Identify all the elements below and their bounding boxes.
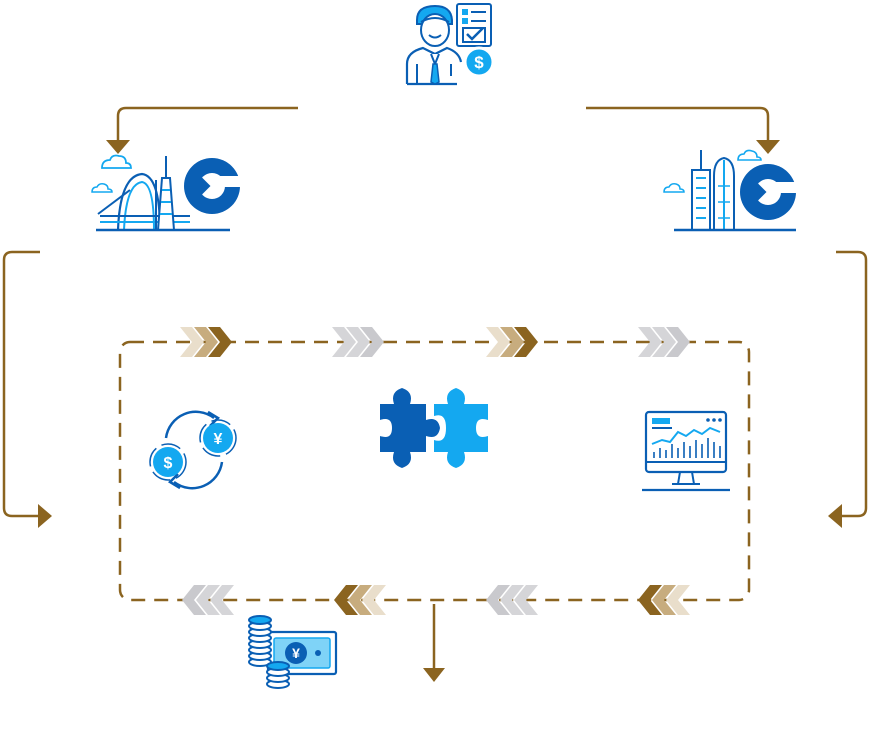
chevron-right-icon: [208, 327, 232, 357]
arrow-to-right-bank: [586, 106, 770, 140]
chevron-left-icon: [666, 585, 690, 615]
chevron-right-icon: [638, 327, 662, 357]
chevron-left-icon: [514, 585, 538, 615]
chevron-group-bottom-2: [334, 585, 386, 615]
chevron-group-bottom-3: [486, 585, 538, 615]
shenzhen-city-ccb-bank-icon: [663, 149, 798, 232]
chevron-left-icon: [652, 585, 676, 615]
arrow-to-left-bank: [116, 106, 298, 140]
dollar-yuan-exchange-icon: ¥ $: [149, 410, 237, 490]
chevron-left-icon: [348, 585, 372, 615]
dashed-loop: [118, 340, 751, 602]
chevron-right-icon: [652, 327, 676, 357]
chevron-left-icon: [182, 585, 206, 615]
bottom-chevrons: [182, 585, 690, 615]
svg-text:¥: ¥: [292, 645, 300, 661]
chevron-right-icon: [332, 327, 356, 357]
top-chevrons: [180, 327, 690, 357]
chevron-left-icon: [500, 585, 524, 615]
connector-arrows: [2, 106, 868, 682]
chevron-right-icon: [666, 327, 690, 357]
chart-monitor-icon: [642, 410, 730, 492]
chevron-right-icon: [194, 327, 218, 357]
chevron-right-icon: [180, 327, 204, 357]
svg-text:$: $: [164, 455, 173, 472]
chevron-left-icon: [362, 585, 386, 615]
chevron-right-icon: [486, 327, 510, 357]
puzzle-pieces-icon: [380, 388, 488, 468]
arrow-to-right-bank-head: [756, 140, 780, 154]
chevron-right-icon: [360, 327, 384, 357]
chevron-group-top-1: [180, 327, 232, 357]
yuan-banknote-coins-icon: ¥: [248, 615, 338, 689]
arrow-right-bank-to-loop-head: [828, 504, 842, 528]
chevron-group-bottom-1: [182, 585, 234, 615]
svg-text:$: $: [474, 53, 484, 72]
svg-text:¥: ¥: [214, 431, 223, 448]
chevron-group-top-4: [638, 327, 690, 357]
arrow-right-bank-to-loop: [836, 250, 868, 518]
arrow-loop-down-head: [423, 668, 445, 682]
arrow-left-bank-to-loop: [2, 250, 40, 518]
chevron-left-icon: [486, 585, 510, 615]
arrow-to-left-bank-head: [106, 140, 130, 154]
businessman-with-checklist-and-dollar-icon: $: [405, 3, 495, 86]
puzzle-piece-light: [434, 388, 488, 468]
chevron-group-top-2: [332, 327, 384, 357]
chevron-group-bottom-4: [638, 585, 690, 615]
arrow-left-bank-to-loop-head: [38, 504, 52, 528]
chevron-right-icon: [346, 327, 370, 357]
chevron-group-top-3: [486, 327, 538, 357]
guangzhou-city-ccb-bank-icon: [91, 154, 242, 232]
puzzle-piece-dark: [380, 388, 440, 468]
chevron-left-icon: [334, 585, 358, 615]
chevron-left-icon: [196, 585, 220, 615]
chevron-right-icon: [500, 327, 524, 357]
chevron-right-icon: [514, 327, 538, 357]
chevron-left-icon: [210, 585, 234, 615]
chevron-left-icon: [638, 585, 662, 615]
